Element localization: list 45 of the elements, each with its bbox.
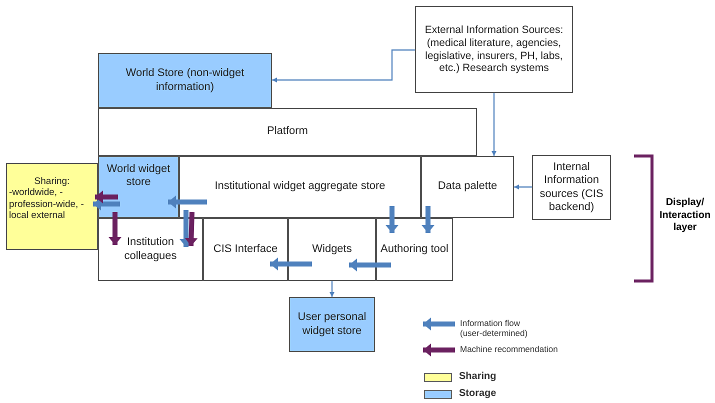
- block-arrow: [184, 212, 198, 246]
- legend-label: Storage: [459, 388, 498, 400]
- arrow: [272, 49, 415, 82]
- block-arrow: [422, 206, 434, 233]
- node-label: Platform: [267, 125, 308, 139]
- node-text: -worldwide, -profession-wide, -local external: [8, 187, 85, 222]
- node-label: Widgets: [312, 242, 352, 256]
- node-label: Data palette: [438, 180, 498, 194]
- node-label: Authoring tool: [380, 242, 448, 256]
- source-box: [415, 6, 573, 93]
- block-arrow: [386, 206, 398, 233]
- source-box: [532, 155, 611, 220]
- platform-band: [98, 108, 477, 156]
- node-label: World Store (non-widget information): [124, 67, 246, 94]
- block-arrow: [108, 212, 122, 245]
- block-arrow: [93, 198, 120, 210]
- storage-box: [289, 297, 375, 352]
- legend-label: Machine recommendation: [460, 344, 559, 354]
- node-label: World widget store: [106, 163, 172, 190]
- arrow: [330, 281, 334, 297]
- node-label: External Information Sources: (medical literature, agencies, legislative, insurers, PH, labs, etc.) Research systems: [424, 24, 564, 75]
- block-arrow: [349, 258, 391, 272]
- legend-label: Information flow (user-determined): [460, 318, 529, 338]
- component-box: [376, 218, 453, 281]
- storage-box: [98, 156, 179, 218]
- layer-label: Display/ Interaction layer: [658, 197, 712, 234]
- storage-box: [98, 53, 272, 108]
- node-label: CIS Interface: [213, 242, 278, 256]
- block-arrow: [168, 196, 207, 208]
- node-label: Institution colleagues: [123, 236, 178, 263]
- sharing-box: [6, 163, 98, 250]
- node-label: Institutional widget aggregate store: [214, 180, 386, 194]
- component-box: [98, 218, 203, 281]
- store-box: [179, 156, 421, 218]
- node-label: Internal Information sources (CIS backend): [538, 161, 604, 214]
- node-label: User personal widget store: [296, 311, 368, 338]
- arrow: [514, 184, 532, 190]
- component-box: [203, 218, 288, 281]
- legend-label: Sharing: [459, 371, 498, 383]
- block-arrow: [270, 258, 312, 270]
- palette-box: [421, 156, 514, 218]
- component-box: [288, 218, 376, 281]
- block-arrow: [95, 190, 118, 204]
- node-label: Sharing:: [34, 176, 70, 188]
- arrow: [492, 93, 496, 156]
